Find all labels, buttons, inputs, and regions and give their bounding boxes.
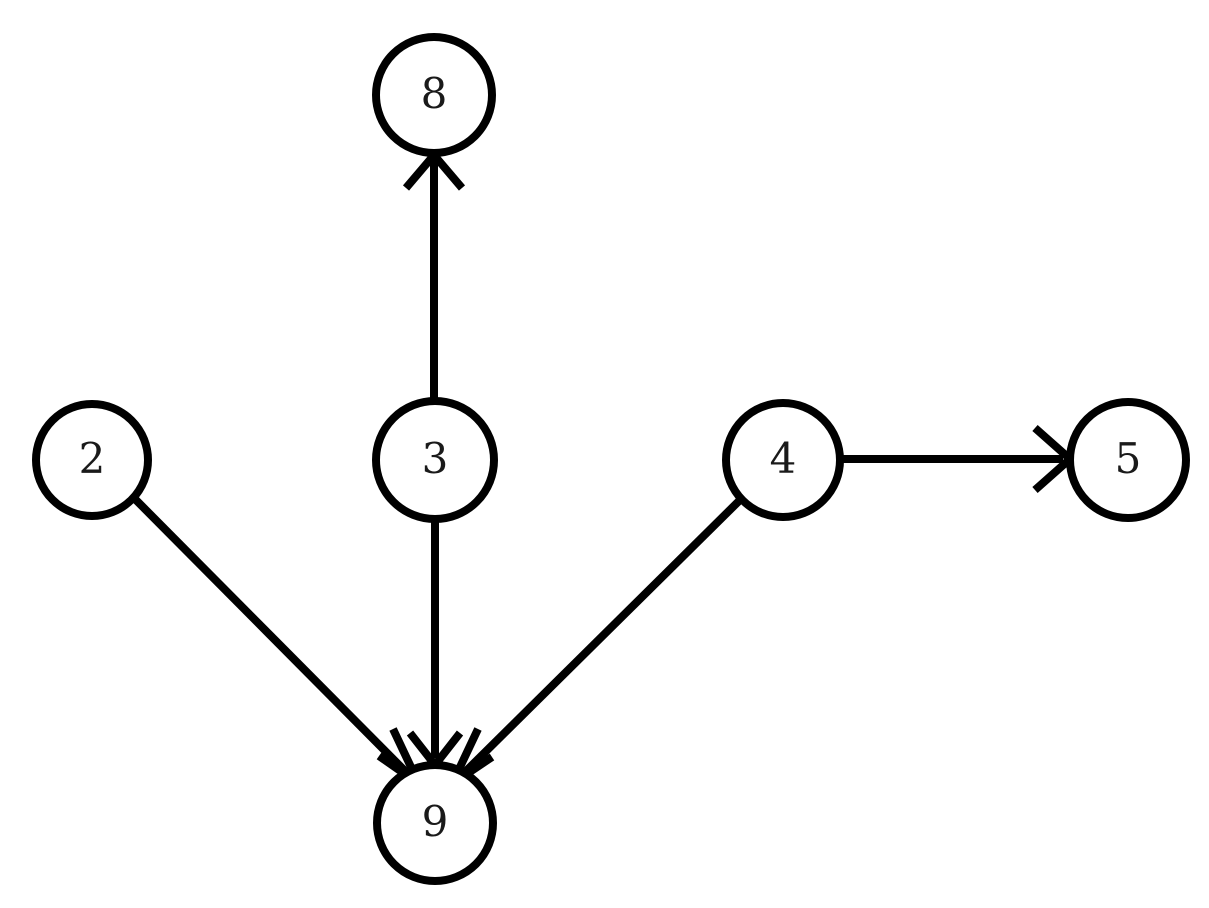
node-circle-9 [373, 761, 497, 885]
graph-node-8[interactable]: 8 [372, 33, 496, 157]
graph-node-9[interactable]: 9 [373, 761, 497, 885]
graph-node-3[interactable]: 3 [372, 397, 498, 523]
nodes-group: 8 2 3 4 5 9 [32, 33, 1190, 885]
node-circle-3 [372, 397, 498, 523]
edges-group [130, 148, 1077, 796]
node-label-2: 2 [79, 434, 106, 483]
node-circle-5 [1066, 398, 1190, 522]
node-label-4: 4 [770, 434, 797, 483]
node-label-3: 3 [422, 434, 449, 483]
edge-3-to-9[interactable] [406, 519, 464, 772]
graph-node-4[interactable]: 4 [722, 399, 844, 521]
node-label-5: 5 [1115, 434, 1142, 483]
edge-line-4-9 [459, 495, 745, 778]
graph-node-5[interactable]: 5 [1066, 398, 1190, 522]
edge-4-to-5[interactable] [840, 425, 1077, 493]
edge-4-to-9[interactable] [442, 495, 745, 796]
node-circle-8 [372, 33, 496, 157]
node-circle-4 [722, 399, 844, 521]
edge-line-2-9 [130, 494, 412, 778]
edge-2-to-9[interactable] [130, 494, 430, 796]
node-label-9: 9 [422, 797, 449, 846]
node-circle-2 [32, 400, 152, 520]
edge-3-to-8[interactable] [402, 148, 466, 401]
graph-node-2[interactable]: 2 [32, 400, 152, 520]
node-label-8: 8 [421, 69, 448, 118]
